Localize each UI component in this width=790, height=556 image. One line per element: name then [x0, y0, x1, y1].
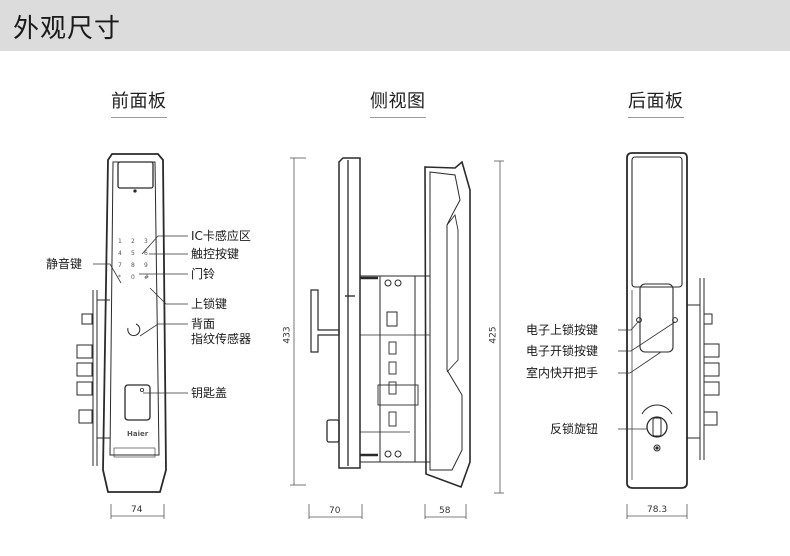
front-width-label: 74	[131, 505, 143, 515]
mortise-plate	[379, 275, 416, 463]
key-1[interactable]: 1	[118, 238, 122, 245]
back-width-label: 78.3	[647, 505, 668, 515]
key-hash[interactable]: #	[144, 274, 150, 281]
callout-deadlock-knob: 反锁旋钮	[550, 422, 599, 436]
turn-knob	[646, 416, 668, 438]
key-7[interactable]: 7	[118, 262, 122, 269]
side-thumb-button	[326, 419, 340, 443]
callout-back: 背面	[191, 317, 216, 331]
callout-lock-key: 上锁键	[191, 297, 228, 311]
key-5[interactable]: 5	[131, 250, 135, 257]
back-panel-drawing	[626, 152, 688, 489]
key-9[interactable]: 9	[144, 262, 148, 269]
side-view-title: 侧视图	[370, 87, 426, 118]
back-panel-title: 后面板	[628, 87, 684, 118]
key-4[interactable]: 4	[118, 250, 122, 257]
callout-electronic-lock-button: 电子上锁按键	[526, 323, 599, 337]
key-3[interactable]: 3	[144, 238, 148, 245]
callout-key-cover: 钥匙盖	[191, 386, 228, 400]
side-front-depth-label: 70	[329, 506, 341, 516]
key-star[interactable]: *	[118, 274, 121, 281]
side-view-drawing	[310, 157, 471, 489]
turn-knob-arc	[641, 404, 673, 415]
side-dimensions	[290, 157, 504, 519]
back-latch	[687, 278, 720, 460]
fingerprint-sensor-icon	[127, 323, 141, 337]
callout-touch-keys: 触控按键	[191, 247, 240, 261]
outer-handle	[310, 289, 340, 353]
key-2[interactable]: 2	[131, 238, 135, 245]
front-width-dimension	[110, 504, 165, 519]
callout-electronic-unlock-button: 电子开锁按键	[526, 344, 599, 358]
leader-lines	[93, 235, 676, 430]
inner-handle-body	[424, 160, 471, 489]
side-front-height-label: 433	[282, 326, 293, 344]
front-display-window	[117, 161, 154, 189]
brand-logo: Haier	[127, 430, 149, 438]
callout-ic-card-area: IC卡感应区	[191, 229, 251, 243]
side-back-depth-label: 58	[439, 506, 451, 516]
key-cover	[124, 384, 151, 421]
side-back-height-label: 425	[488, 326, 499, 344]
callout-mute-key: 静音键	[46, 257, 83, 271]
callout-fingerprint-sensor: 指纹传感器	[191, 332, 252, 346]
camera-dot	[133, 189, 137, 193]
key-6[interactable]: 6	[144, 250, 148, 257]
key-8[interactable]: 8	[131, 262, 135, 269]
front-keypad: 1 2 3 4 5 6 7 8 9 * 0 #	[118, 238, 158, 281]
callout-inner-quick-handle: 室内快开把手	[526, 366, 599, 380]
key-0[interactable]: 0	[131, 274, 135, 281]
front-panel-drawing	[102, 153, 167, 493]
front-panel-title: 前面板	[111, 87, 167, 118]
section-title: 外观尺寸	[13, 14, 122, 44]
section-header: 外观尺寸	[0, 0, 790, 51]
callout-doorbell: 门铃	[191, 267, 216, 281]
back-width-dimension	[626, 504, 688, 519]
front-latch	[76, 290, 110, 466]
